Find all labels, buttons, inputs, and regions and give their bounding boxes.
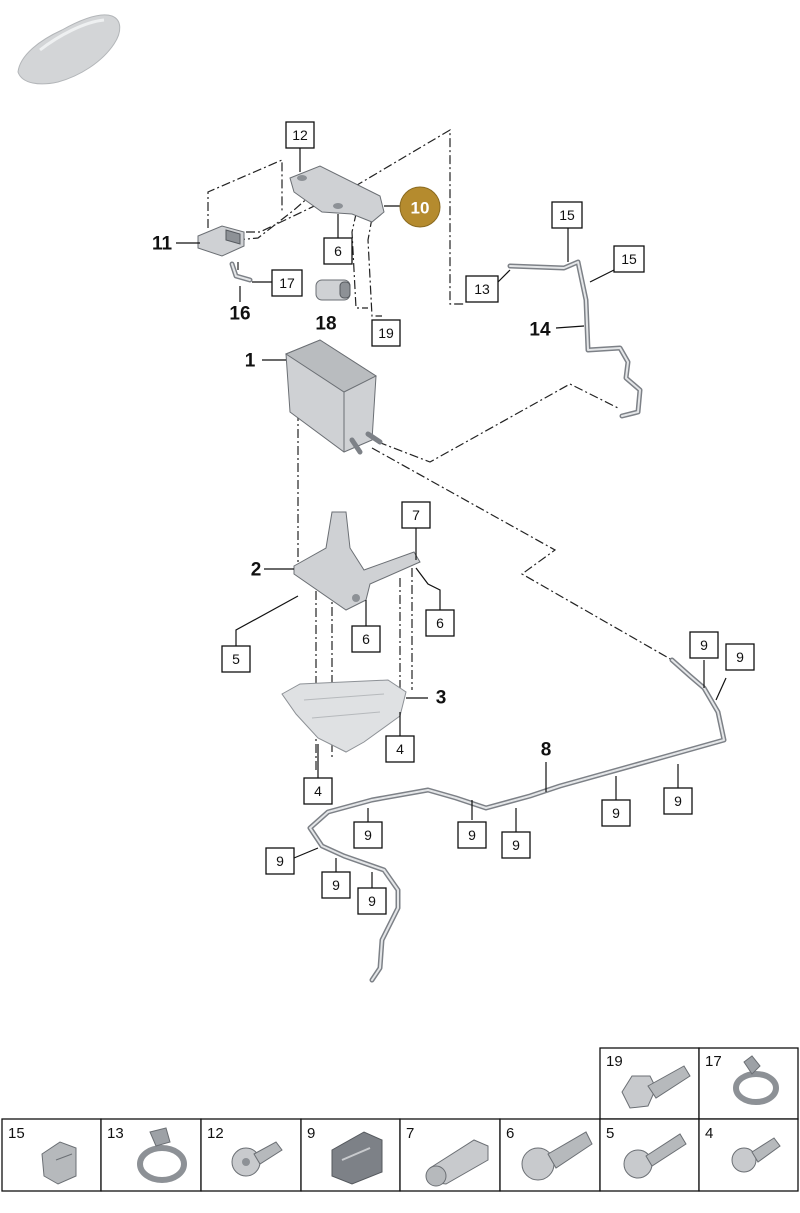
vehicle-thumbnail-icon bbox=[17, 14, 121, 85]
callout-9[interactable]: 9 bbox=[601, 799, 631, 827]
callout-13[interactable]: 13 bbox=[465, 275, 499, 303]
leader-lines bbox=[176, 148, 727, 890]
callout-6[interactable]: 6 bbox=[323, 237, 353, 265]
callout-9[interactable]: 9 bbox=[357, 887, 387, 915]
legend-number: 17 bbox=[705, 1053, 722, 1070]
callout-9[interactable]: 9 bbox=[457, 821, 487, 849]
callout-15-label: 15 bbox=[621, 251, 637, 267]
line-holder-icon bbox=[331, 1131, 383, 1185]
callout-9-label: 9 bbox=[468, 827, 476, 843]
vent-hose-part bbox=[507, 259, 643, 419]
callout-13-label: 13 bbox=[474, 281, 490, 297]
flange-screw-icon bbox=[231, 1141, 283, 1177]
rivet-nut-icon bbox=[425, 1139, 489, 1187]
callout-7[interactable]: 7 bbox=[401, 501, 431, 529]
part-label-14[interactable]: 14 bbox=[529, 320, 551, 341]
part-label-16[interactable]: 16 bbox=[229, 304, 250, 325]
hose-clamp-icon bbox=[733, 1055, 779, 1105]
mounting-bracket-part bbox=[289, 165, 385, 223]
callout-7-label: 7 bbox=[412, 507, 420, 523]
callout-4-right[interactable]: 4 bbox=[385, 735, 415, 763]
callout-17-label: 17 bbox=[279, 275, 295, 291]
callout-9-label: 9 bbox=[276, 853, 284, 869]
legend-number: 19 bbox=[606, 1053, 623, 1070]
callout-12-label: 12 bbox=[292, 127, 308, 143]
callout-4-left[interactable]: 4 bbox=[303, 777, 333, 805]
legend-table: 19 17 15 13 12 9 7 6 5 4 bbox=[1, 1047, 799, 1192]
legend-number: 4 bbox=[705, 1125, 713, 1142]
legend-number: 7 bbox=[406, 1125, 414, 1142]
highlight-label: 10 bbox=[411, 199, 430, 218]
legend-cell[interactable] bbox=[599, 1047, 700, 1120]
callout-5-label: 5 bbox=[232, 651, 240, 667]
valve-part bbox=[197, 225, 245, 257]
small-hose-part bbox=[229, 261, 253, 283]
pipe-clip-icon bbox=[41, 1141, 77, 1185]
callout-9-label: 9 bbox=[364, 827, 372, 843]
callout-12[interactable]: 12 bbox=[285, 121, 315, 149]
callout-9-label: 9 bbox=[674, 793, 682, 809]
callout-9-label: 9 bbox=[332, 877, 340, 893]
callout-9[interactable]: 9 bbox=[689, 631, 719, 659]
part-label-1[interactable]: 1 bbox=[245, 351, 256, 372]
fuel-line-part bbox=[307, 657, 727, 983]
canister-bracket-part bbox=[293, 511, 421, 611]
callout-5[interactable]: 5 bbox=[221, 645, 251, 673]
callout-9[interactable]: 9 bbox=[663, 787, 693, 815]
callout-9[interactable]: 9 bbox=[501, 831, 531, 859]
filter-part bbox=[315, 279, 351, 301]
guide-lines bbox=[207, 128, 673, 770]
spring-clamp-icon bbox=[137, 1127, 187, 1183]
heat-shield-part bbox=[281, 679, 407, 753]
callout-15-label: 15 bbox=[559, 207, 575, 223]
callout-19-label: 19 bbox=[378, 325, 394, 341]
callout-6-label: 6 bbox=[334, 243, 342, 259]
collar-screw-icon bbox=[623, 1133, 687, 1179]
part-label-2[interactable]: 2 bbox=[251, 560, 262, 581]
callout-15-right[interactable]: 15 bbox=[613, 245, 645, 273]
legend-number: 12 bbox=[207, 1125, 224, 1142]
callout-9-label: 9 bbox=[736, 649, 744, 665]
callout-6-label: 6 bbox=[436, 615, 444, 631]
callout-15-top[interactable]: 15 bbox=[551, 201, 583, 229]
callout-9-label: 9 bbox=[612, 805, 620, 821]
callout-9[interactable]: 9 bbox=[725, 643, 755, 671]
highlighted-part-10[interactable]: 10 bbox=[399, 186, 441, 228]
callout-9[interactable]: 9 bbox=[265, 847, 295, 875]
legend-number: 9 bbox=[307, 1125, 315, 1142]
callout-9-label: 9 bbox=[368, 893, 376, 909]
button-screw-icon bbox=[731, 1137, 781, 1173]
legend-number: 15 bbox=[8, 1125, 25, 1142]
carbon-canister-part bbox=[284, 339, 383, 455]
legend-number: 5 bbox=[606, 1125, 614, 1142]
callout-17[interactable]: 17 bbox=[271, 269, 303, 297]
callout-9-label: 9 bbox=[512, 837, 520, 853]
callout-4-label: 4 bbox=[396, 741, 404, 757]
callout-6-label: 6 bbox=[362, 631, 370, 647]
legend-number: 6 bbox=[506, 1125, 514, 1142]
callout-19[interactable]: 19 bbox=[371, 319, 401, 347]
callout-9[interactable]: 9 bbox=[321, 871, 351, 899]
legend-number: 13 bbox=[107, 1125, 124, 1142]
callout-4-label: 4 bbox=[314, 783, 322, 799]
part-label-11[interactable]: 11 bbox=[152, 234, 173, 255]
callout-6-right[interactable]: 6 bbox=[425, 609, 455, 637]
callout-6-mid[interactable]: 6 bbox=[351, 625, 381, 653]
flange-bolt-icon bbox=[521, 1131, 593, 1181]
callout-9[interactable]: 9 bbox=[353, 821, 383, 849]
part-label-3[interactable]: 3 bbox=[436, 688, 447, 709]
hex-bolt-icon bbox=[621, 1065, 691, 1109]
part-label-8[interactable]: 8 bbox=[541, 740, 552, 761]
part-label-18[interactable]: 18 bbox=[315, 314, 336, 335]
callout-9-label: 9 bbox=[700, 637, 708, 653]
